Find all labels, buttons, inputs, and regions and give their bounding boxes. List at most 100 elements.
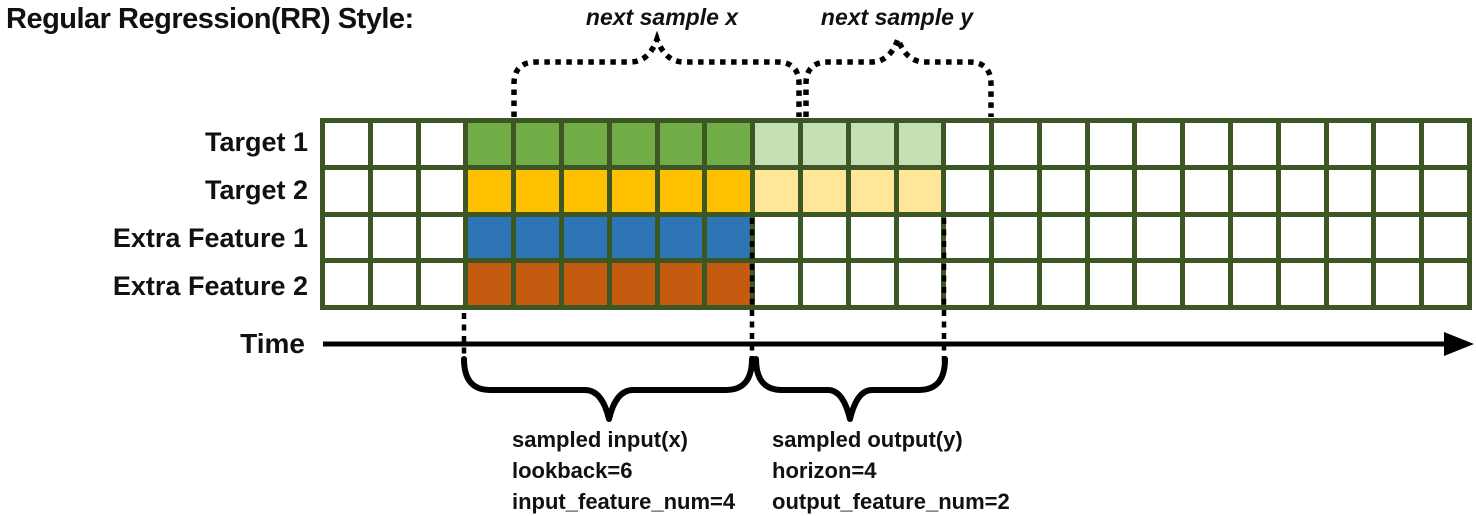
sampled-output-title: sampled output(y) <box>772 427 963 452</box>
grid-cell <box>1185 216 1229 259</box>
grid-cell <box>946 169 990 212</box>
grid-cell <box>707 123 751 165</box>
grid-cell <box>802 263 846 305</box>
time-axis-label: Time <box>240 328 305 359</box>
grid-cell <box>946 123 990 165</box>
next-sample-y-brace <box>803 30 994 117</box>
grid-cell <box>325 123 368 165</box>
grid-cell <box>1233 263 1276 305</box>
grid-cell <box>325 216 368 259</box>
lookback-value: lookback=6 <box>512 458 633 483</box>
grid-cell <box>1137 216 1181 259</box>
grid-cell <box>1376 123 1420 165</box>
row-label-target-2: Target 2 <box>204 175 308 205</box>
grid-cell <box>563 123 607 165</box>
grid-cell <box>994 216 1037 259</box>
grid-cell <box>611 169 655 212</box>
grid-cell <box>1185 169 1229 212</box>
grid-cell <box>1424 216 1467 259</box>
grid-cell <box>850 123 894 165</box>
grid-cell <box>659 263 703 305</box>
sampled-input-brace <box>461 356 755 422</box>
grid-cell <box>516 216 559 259</box>
grid-cell <box>755 123 798 165</box>
grid-cell <box>325 263 368 305</box>
grid-cell <box>1233 169 1276 212</box>
grid-cell <box>898 216 942 259</box>
grid-cell <box>755 216 798 259</box>
next-sample-x-label: next sample x <box>585 4 739 30</box>
grid-cell <box>611 263 655 305</box>
grid-cell <box>611 216 655 259</box>
grid-cell <box>659 169 703 212</box>
grid-cell <box>802 123 846 165</box>
grid-cell <box>1280 216 1324 259</box>
grid-cell <box>850 263 894 305</box>
grid-cell <box>1089 169 1133 212</box>
grid-cell <box>850 169 894 212</box>
grid-cell <box>1376 169 1420 212</box>
grid-cell <box>898 123 942 165</box>
next-sample-y-label: next sample y <box>820 4 974 30</box>
time-arrow-head <box>1444 332 1474 356</box>
grid-cell <box>468 263 512 305</box>
grid-cell <box>1041 169 1085 212</box>
grid-cell <box>1137 123 1181 165</box>
grid-cell <box>898 169 942 212</box>
grid-cell <box>516 169 559 212</box>
grid-cell <box>611 123 655 165</box>
grid-cell <box>1376 263 1420 305</box>
grid-cell <box>420 216 464 259</box>
sampled-input-title: sampled input(x) <box>512 427 689 452</box>
grid-cell <box>994 123 1037 165</box>
diagram-title: Regular Regression(RR) Style: <box>6 3 414 35</box>
grid-cell <box>372 216 416 259</box>
grid-cell <box>850 216 894 259</box>
grid-cell <box>1424 169 1467 212</box>
grid-cell <box>372 123 416 165</box>
output-feature-num-value: output_feature_num=2 <box>772 489 1010 514</box>
grid-cell <box>468 169 512 212</box>
grid-cell <box>468 216 512 259</box>
grid-cell <box>372 169 416 212</box>
sampled-output-caption: sampled output(y) horizon=4 output_featu… <box>772 424 1010 516</box>
sampled-output-brace <box>753 356 948 422</box>
grid-cell <box>468 123 512 165</box>
grid-cell <box>420 123 464 165</box>
grid-cell <box>659 216 703 259</box>
grid-cell <box>1089 263 1133 305</box>
grid-cell <box>946 263 990 305</box>
input-feature-num-value: input_feature_num=4 <box>512 489 736 514</box>
grid-cell <box>1328 123 1372 165</box>
grid-cell <box>372 263 416 305</box>
next-sample-x-brace <box>511 30 802 117</box>
grid-cell <box>420 263 464 305</box>
grid-cell <box>946 216 990 259</box>
grid-cell <box>1233 216 1276 259</box>
grid-cell <box>1328 216 1372 259</box>
timeseries-grid <box>320 118 1472 310</box>
row-label-target-1: Target 1 <box>204 127 308 157</box>
grid-cell <box>1185 123 1229 165</box>
grid-cell <box>898 263 942 305</box>
grid-cell <box>516 123 559 165</box>
grid-cell <box>659 123 703 165</box>
grid-cell <box>563 216 607 259</box>
grid-cell <box>707 263 751 305</box>
grid-cell <box>1424 263 1467 305</box>
sampled-input-caption: sampled input(x) lookback=6 input_featur… <box>512 424 735 516</box>
grid-cell <box>1041 123 1085 165</box>
grid-cell <box>563 169 607 212</box>
grid-cell <box>1328 263 1372 305</box>
row-label-extra-feature-2: Extra Feature 2 <box>112 271 308 301</box>
grid-cell <box>755 263 798 305</box>
grid-cell <box>802 216 846 259</box>
grid-cell <box>1041 263 1085 305</box>
grid-cell <box>1280 123 1324 165</box>
grid-cell <box>516 263 559 305</box>
grid-cell <box>1280 169 1324 212</box>
grid-cell <box>1328 169 1372 212</box>
grid-cell <box>707 169 751 212</box>
grid-cell <box>707 216 751 259</box>
